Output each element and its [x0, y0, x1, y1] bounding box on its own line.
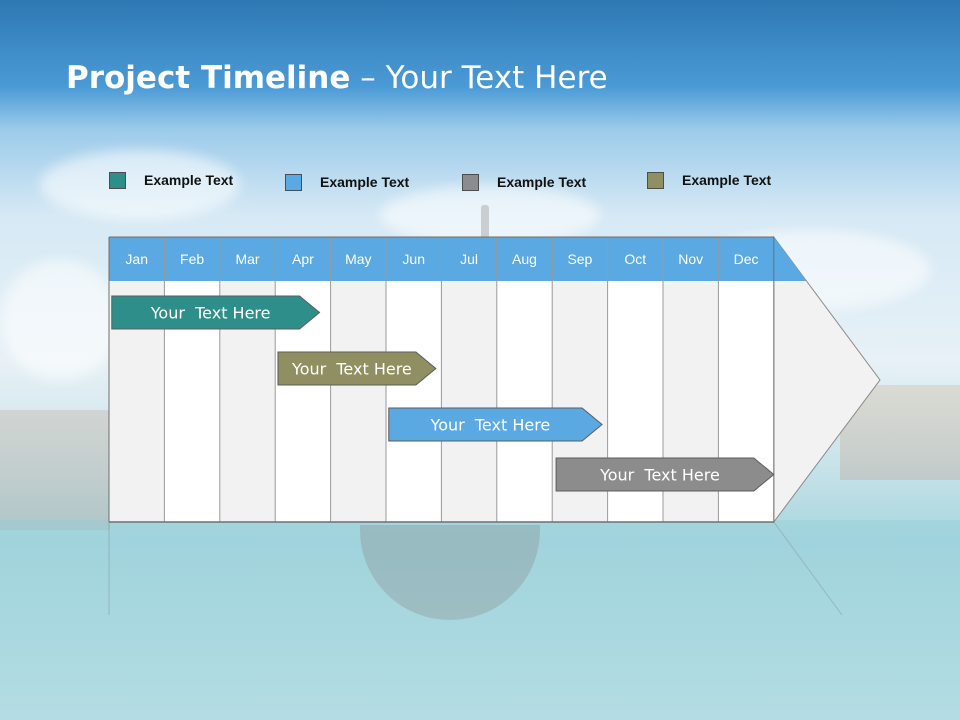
month-label-nov: Nov: [678, 251, 703, 267]
month-label-aug: Aug: [512, 251, 537, 267]
legend-item-3: Example Text: [462, 172, 586, 192]
task-bar-1: [111, 295, 321, 330]
month-column: [386, 281, 442, 522]
timeline-arrow-header: [773, 237, 807, 281]
task-label-4: Your Text Here: [599, 466, 720, 485]
month-header-cell: [164, 237, 220, 281]
legend-swatch-2: [285, 173, 302, 191]
legend-item-1: Example Text: [109, 170, 233, 190]
month-label-sep: Sep: [567, 251, 592, 267]
month-header-cell: [109, 237, 165, 281]
month-header-cell: [496, 237, 553, 281]
background-tower: [481, 205, 489, 240]
month-label-jun: Jun: [402, 251, 425, 267]
legend-item-2: Example Text: [285, 172, 409, 192]
month-header-cell: [607, 237, 663, 281]
month-header-cell: [441, 237, 497, 281]
month-column: [330, 281, 386, 522]
month-label-jan: Jan: [125, 251, 148, 267]
month-label-jul: Jul: [460, 251, 478, 267]
task-label-1: Your Text Here: [150, 304, 271, 323]
month-label-may: May: [345, 251, 371, 267]
month-label-dec: Dec: [734, 251, 759, 267]
month-header-cell: [663, 237, 719, 281]
task-label-3: Your Text Here: [430, 416, 551, 435]
background-cloud: [0, 260, 120, 380]
legend-label-3: Example Text: [497, 174, 587, 190]
background-cloud: [40, 150, 240, 220]
legend-label-2: Example Text: [320, 174, 410, 190]
month-column: [496, 281, 553, 522]
legend-label-4: Example Text: [682, 172, 772, 188]
month-header-cell: [275, 237, 331, 281]
legend-item-4: Example Text: [647, 170, 771, 190]
month-label-apr: Apr: [292, 251, 314, 267]
reflection-line: [773, 521, 843, 616]
background-buildings-left: [0, 410, 110, 530]
legend-swatch-1: [109, 171, 126, 189]
month-label-mar: Mar: [235, 251, 259, 267]
background-cloud: [380, 185, 600, 245]
task-bar-3: [388, 407, 603, 442]
month-header-cell: [386, 237, 442, 281]
page-title: Project Timeline – Your Text Here: [66, 60, 608, 96]
month-header-cell: [330, 237, 386, 281]
month-header-cell: [718, 237, 774, 281]
legend-swatch-3: [462, 173, 479, 191]
month-header-cell: [219, 237, 276, 281]
month-label-feb: Feb: [180, 251, 204, 267]
month-label-oct: Oct: [624, 251, 646, 267]
task-bar-4: [555, 457, 775, 492]
task-label-2: Your Text Here: [291, 360, 412, 379]
month-header-cell: [552, 237, 608, 281]
title-bold: Project Timeline: [66, 60, 351, 96]
month-column: [441, 281, 497, 522]
background-water: [0, 520, 960, 720]
legend-label-1: Example Text: [144, 172, 234, 188]
title-rest: – Your Text Here: [350, 60, 608, 96]
legend-swatch-4: [647, 171, 664, 189]
task-bar-2: [277, 351, 437, 386]
